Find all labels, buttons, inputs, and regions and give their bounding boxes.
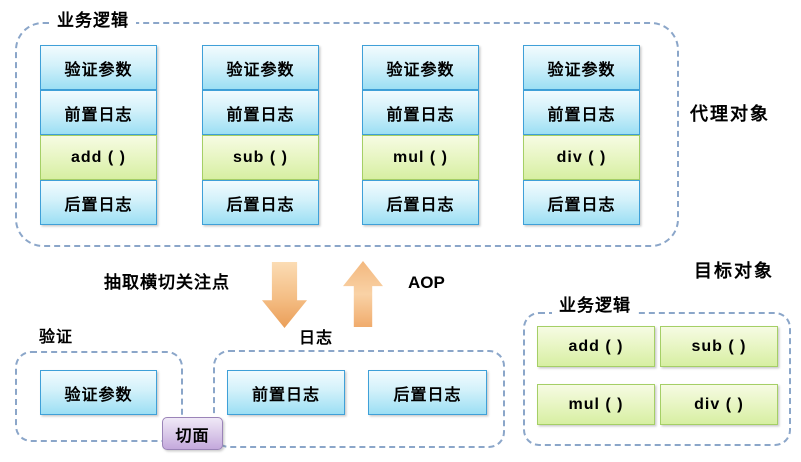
target-container	[523, 312, 791, 446]
validation-aspect-label: 验证	[32, 328, 81, 348]
pre-log-cell: 前置日志	[362, 90, 479, 135]
target-method-sub-cell: sub ( )	[660, 326, 778, 367]
logging-aspect-label: 日志	[292, 329, 341, 349]
validate-params-cell: 验证参数	[523, 45, 640, 90]
proxy-container	[15, 22, 679, 247]
method-stack-mul: 验证参数 前置日志 mul ( ) 后置日志	[362, 45, 479, 225]
extract-crosscut-label: 抽取横切关注点	[104, 273, 230, 292]
method-mul-cell: mul ( )	[362, 135, 479, 180]
post-log-cell: 后置日志	[523, 180, 640, 225]
method-stack-div: 验证参数 前置日志 div ( ) 后置日志	[523, 45, 640, 225]
logging-aspect-container	[213, 350, 505, 448]
validate-params-cell: 验证参数	[202, 45, 319, 90]
target-container-label: 业务逻辑	[552, 296, 638, 316]
extract-down-arrow-icon	[262, 262, 307, 328]
validate-params-aspect-cell: 验证参数	[40, 370, 157, 415]
method-add-cell: add ( )	[40, 135, 157, 180]
pre-log-aspect-cell: 前置日志	[227, 370, 345, 415]
aop-up-arrow-icon	[343, 261, 383, 327]
target-method-add-cell: add ( )	[537, 326, 655, 367]
validation-aspect-container	[15, 351, 183, 442]
validate-params-cell: 验证参数	[40, 45, 157, 90]
method-div-cell: div ( )	[523, 135, 640, 180]
aop-label: AOP	[408, 273, 445, 292]
method-stack-sub: 验证参数 前置日志 sub ( ) 后置日志	[202, 45, 319, 225]
pre-log-cell: 前置日志	[523, 90, 640, 135]
proxy-container-label: 业务逻辑	[50, 11, 136, 31]
pre-log-cell: 前置日志	[40, 90, 157, 135]
proxy-object-label: 代理对象	[690, 104, 770, 124]
post-log-cell: 后置日志	[202, 180, 319, 225]
post-log-cell: 后置日志	[40, 180, 157, 225]
aspect-badge: 切面	[162, 417, 223, 450]
post-log-aspect-cell: 后置日志	[368, 370, 487, 415]
target-method-div-cell: div ( )	[660, 384, 778, 425]
method-sub-cell: sub ( )	[202, 135, 319, 180]
target-method-mul-cell: mul ( )	[537, 384, 655, 425]
target-object-label: 目标对象	[694, 261, 774, 281]
pre-log-cell: 前置日志	[202, 90, 319, 135]
validate-params-cell: 验证参数	[362, 45, 479, 90]
post-log-cell: 后置日志	[362, 180, 479, 225]
method-stack-add: 验证参数 前置日志 add ( ) 后置日志	[40, 45, 157, 225]
